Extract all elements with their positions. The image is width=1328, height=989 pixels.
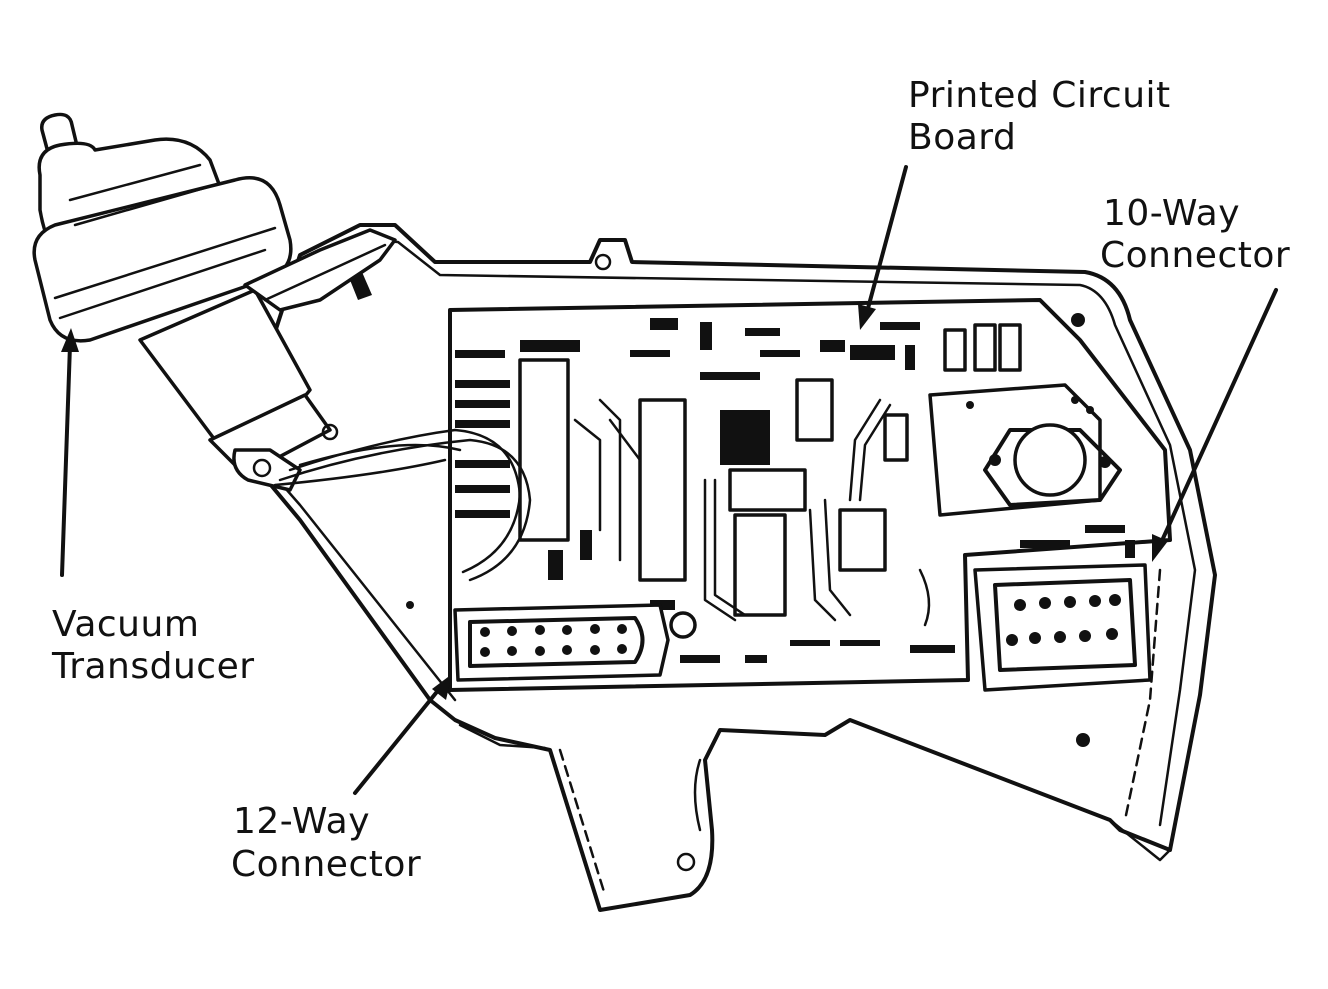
ten-way-label-line2: Connector xyxy=(1100,235,1290,276)
ten-way-arrow-line xyxy=(1158,288,1278,547)
vacuum-arrow-line xyxy=(60,343,72,577)
callout-arrows xyxy=(60,165,1278,795)
module-housing xyxy=(238,223,1217,912)
vacuum-label-line1: Vacuum xyxy=(52,604,199,645)
vacuum-label-line2: Transducer xyxy=(51,646,255,687)
callout-labels: Printed Circuit Board 10-Way Connector V… xyxy=(51,75,1290,885)
ten-way-label-line1: 10-Way xyxy=(1103,193,1240,234)
twelve-way-label-line2: Connector xyxy=(231,844,421,885)
twelve-way-label-line1: 12-Way xyxy=(233,801,370,842)
pcb-arrowhead xyxy=(858,304,876,330)
twelve-way-arrowhead xyxy=(432,674,452,700)
vacuum-arrowhead xyxy=(61,328,79,352)
circuit-board xyxy=(448,298,1172,692)
ten-way-arrowhead xyxy=(1152,534,1168,562)
vacuum-transducer xyxy=(32,112,532,582)
pcb-arrow-line xyxy=(865,165,908,314)
ten-way-connector xyxy=(973,563,1152,692)
pcb-label-line2: Board xyxy=(908,117,1016,158)
pcb-label-line1: Printed Circuit xyxy=(908,75,1171,116)
twelve-way-connector xyxy=(453,603,697,682)
twelve-way-arrow-line xyxy=(353,686,442,795)
